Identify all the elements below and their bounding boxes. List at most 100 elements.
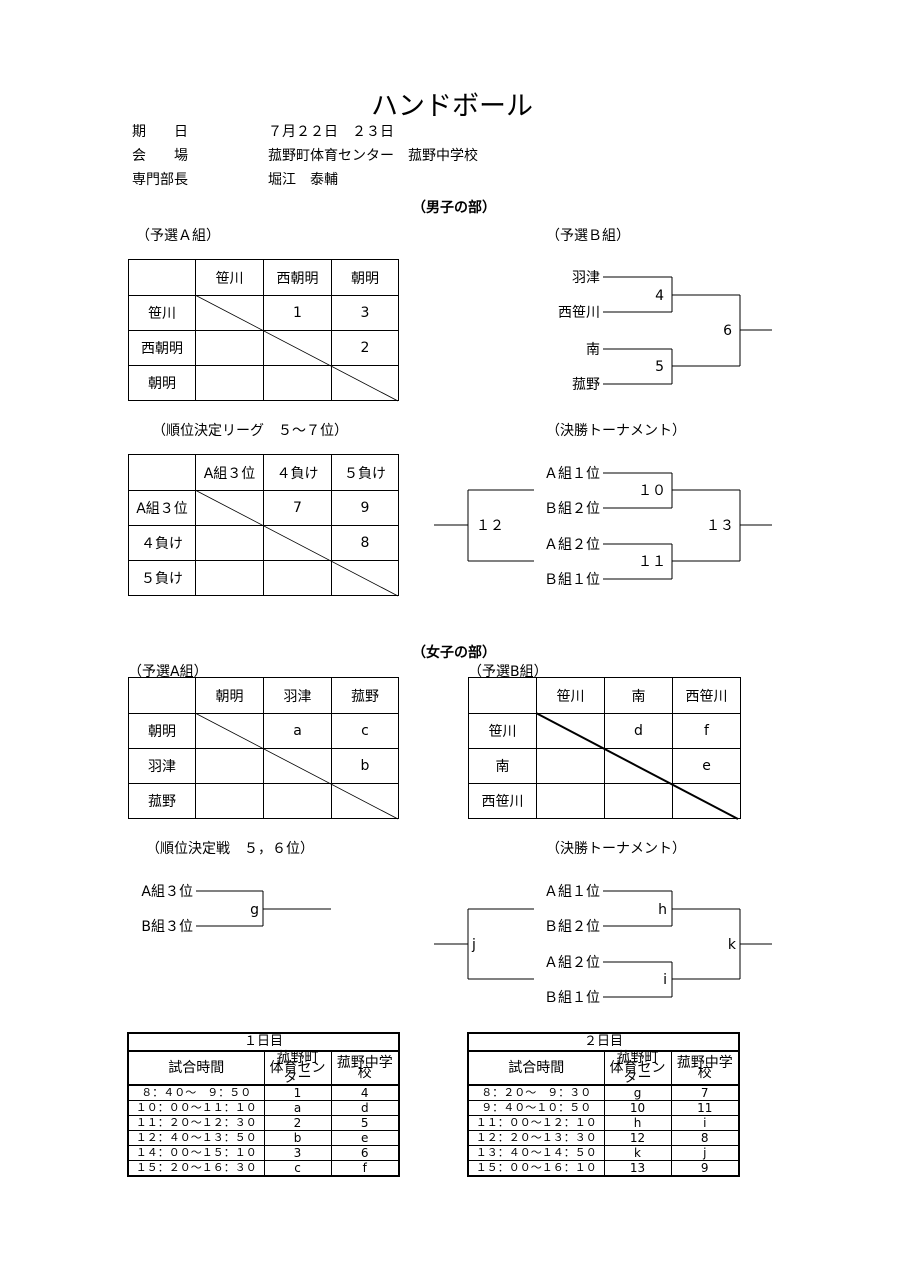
result-cell: 7: [263, 490, 332, 526]
schedule-time: １２：２０～１３：３０: [467, 1130, 605, 1146]
schedule-match: 13: [603, 1160, 672, 1177]
girls-group-b-caption: （予選B組）: [468, 664, 548, 680]
info-date-label: 期 日: [132, 124, 188, 140]
schedule-match: 7: [670, 1084, 740, 1101]
team-label: 羽津: [572, 270, 600, 286]
schedule-time: １５：００～１６：１０: [467, 1160, 605, 1177]
info-date-value: ７月２２日 ２３日: [268, 124, 394, 140]
row-header: 西朝明: [128, 330, 196, 366]
schedule-match: e: [330, 1130, 400, 1146]
schedule-venue2-header: 菰野中学校: [330, 1050, 400, 1086]
result-cell: a: [263, 713, 332, 749]
column-header: 南: [604, 677, 673, 714]
seed-label: Ａ組２位: [544, 537, 600, 553]
schedule-time: １１：００～１２：１０: [467, 1115, 605, 1131]
result-cell: [195, 525, 264, 561]
schedule-match: d: [330, 1100, 400, 1116]
boys-group-a-caption: （予選Ａ組）: [136, 228, 220, 244]
schedule-time: １３：４０～１４：５０: [467, 1145, 605, 1161]
schedule-match: i: [670, 1115, 740, 1131]
girls-heading: （女子の部）: [412, 645, 496, 661]
schedule-venue2-header: 菰野中学校: [670, 1050, 740, 1086]
schedule-time: １５：２０～１６：３０: [127, 1160, 265, 1177]
seed-label: Ｂ組１位: [544, 990, 600, 1006]
schedule-match: 1: [263, 1084, 332, 1101]
seed-label: Ｂ組１位: [544, 572, 600, 588]
seed-label: Ａ組１位: [544, 884, 600, 900]
girls-group-b-table: 笹川 南 西笹川 笹川 d f 南 e 西笹川: [468, 677, 741, 819]
girls-ranking-caption: （順位決定戦 ５，６位）: [146, 841, 314, 857]
diagonal-cell: [263, 748, 332, 784]
boys-group-a-table: 笹川 西朝明 朝明 笹川 1 3 西朝明 2 朝明: [128, 259, 399, 401]
info-director-value: 堀江 泰輔: [268, 172, 338, 188]
girls-group-a-caption: （予選A組）: [128, 664, 208, 680]
schedule-match: b: [263, 1130, 332, 1146]
row-header: ４負け: [128, 525, 196, 561]
column-header: 羽津: [263, 677, 332, 714]
result-cell: b: [331, 748, 399, 784]
schedule-match: h: [603, 1115, 672, 1131]
schedule-match: 4: [330, 1084, 400, 1101]
match-number: １１: [638, 554, 666, 570]
team-label: 菰野: [572, 377, 600, 393]
match-number: １０: [638, 483, 666, 499]
match-number: 6: [723, 323, 732, 339]
schedule-match: 9: [670, 1160, 740, 1177]
result-cell: 2: [331, 330, 399, 366]
schedule-match: k: [603, 1145, 672, 1161]
result-cell: [263, 783, 332, 819]
seed-label: Ａ組２位: [544, 955, 600, 971]
schedule-match: 10: [603, 1100, 672, 1116]
diagonal-cell: [672, 783, 741, 819]
schedule-match: j: [670, 1145, 740, 1161]
schedule-match: 3: [263, 1145, 332, 1161]
schedule-match: g: [603, 1084, 672, 1101]
match-number: １２: [476, 518, 504, 534]
schedule-match: a: [263, 1100, 332, 1116]
result-cell: 3: [331, 295, 399, 331]
info-venue-value: 菰野町体育センター 菰野中学校: [268, 148, 478, 164]
result-cell: 9: [331, 490, 399, 526]
result-cell: e: [672, 748, 741, 784]
schedule-time: １０：００～１１：１０: [127, 1100, 265, 1116]
result-cell: [195, 748, 264, 784]
row-header: 菰野: [128, 783, 196, 819]
match-label: h: [658, 902, 667, 918]
boys-group-b-caption: （予選Ｂ組）: [546, 228, 630, 244]
girls-group-a-table: 朝明 羽津 菰野 朝明 a c 羽津 b 菰野: [128, 677, 399, 819]
corner-cell: [128, 677, 196, 714]
schedule-match: 8: [670, 1130, 740, 1146]
column-header: ４負け: [263, 454, 332, 491]
diagonal-cell: [331, 365, 399, 401]
info-director-label: 専門部長: [132, 172, 188, 188]
info-venue-label: 会 場: [132, 148, 188, 164]
schedule-venue1-header: 菰野町 体育センター: [603, 1050, 672, 1086]
team-label: 南: [586, 342, 600, 358]
schedule-match: c: [263, 1160, 332, 1177]
boys-ranking-caption: （順位決定リーグ ５～７位）: [152, 423, 348, 439]
row-header: 朝明: [128, 365, 196, 401]
match-label: j: [471, 937, 476, 953]
schedule-day-title: ２日目: [467, 1032, 740, 1052]
schedule-time: １４：００～１５：１０: [127, 1145, 265, 1161]
row-header: ５負け: [128, 560, 196, 596]
team-label: 西笹川: [558, 305, 600, 321]
match-label: i: [663, 972, 667, 988]
schedule-match: 12: [603, 1130, 672, 1146]
column-header: 菰野: [331, 677, 399, 714]
schedule-time: ９：４０～１０：５０: [467, 1100, 605, 1116]
schedule-day-title: １日目: [127, 1032, 400, 1052]
schedule-time: １２：４０～１３：５０: [127, 1130, 265, 1146]
match-number: 5: [655, 359, 664, 375]
seed-label: Ａ組１位: [544, 466, 600, 482]
schedule-time-header: 試合時間: [467, 1050, 605, 1086]
row-header: 西笹川: [468, 783, 537, 819]
diagonal-cell: [331, 560, 399, 596]
column-header: 西朝明: [263, 259, 332, 296]
match-label: g: [250, 902, 259, 918]
seed-label: Ｂ組２位: [544, 919, 600, 935]
